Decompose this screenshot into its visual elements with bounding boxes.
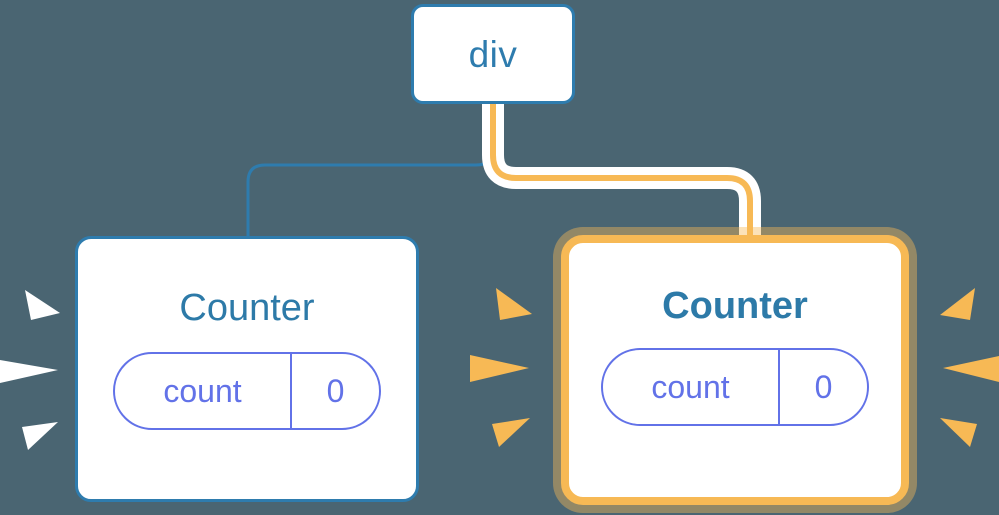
ray-orange-right-top xyxy=(940,288,975,320)
ray-orange-right-middle xyxy=(943,356,999,382)
rays-counter-right-right xyxy=(940,288,999,447)
edge-div-to-counter-right xyxy=(490,101,753,243)
ray-white-bottom xyxy=(22,422,58,450)
node-counter-left[interactable]: Counter count 0 xyxy=(75,236,419,502)
node-counter-right[interactable]: Counter count 0 xyxy=(561,235,909,505)
ray-orange-left-bottom xyxy=(492,418,530,447)
state-pill-right[interactable]: count 0 xyxy=(601,348,869,426)
node-counter-right-label: Counter xyxy=(662,285,808,327)
rays-counter-left xyxy=(0,290,60,450)
node-counter-left-label: Counter xyxy=(179,287,315,329)
ray-orange-left-top xyxy=(496,288,532,320)
state-value-right: 0 xyxy=(778,350,867,424)
node-div[interactable]: div xyxy=(411,4,575,104)
state-key-right: count xyxy=(651,369,730,405)
node-div-label: div xyxy=(468,33,518,75)
ray-orange-left-middle xyxy=(470,355,529,382)
state-value-left: 0 xyxy=(290,354,379,428)
ray-orange-right-bottom xyxy=(940,418,977,447)
ray-white-middle xyxy=(0,360,58,383)
state-key-left: count xyxy=(163,373,242,409)
ray-white-top xyxy=(25,290,60,320)
state-pill-left[interactable]: count 0 xyxy=(113,352,381,430)
rays-counter-right-left xyxy=(470,288,532,447)
